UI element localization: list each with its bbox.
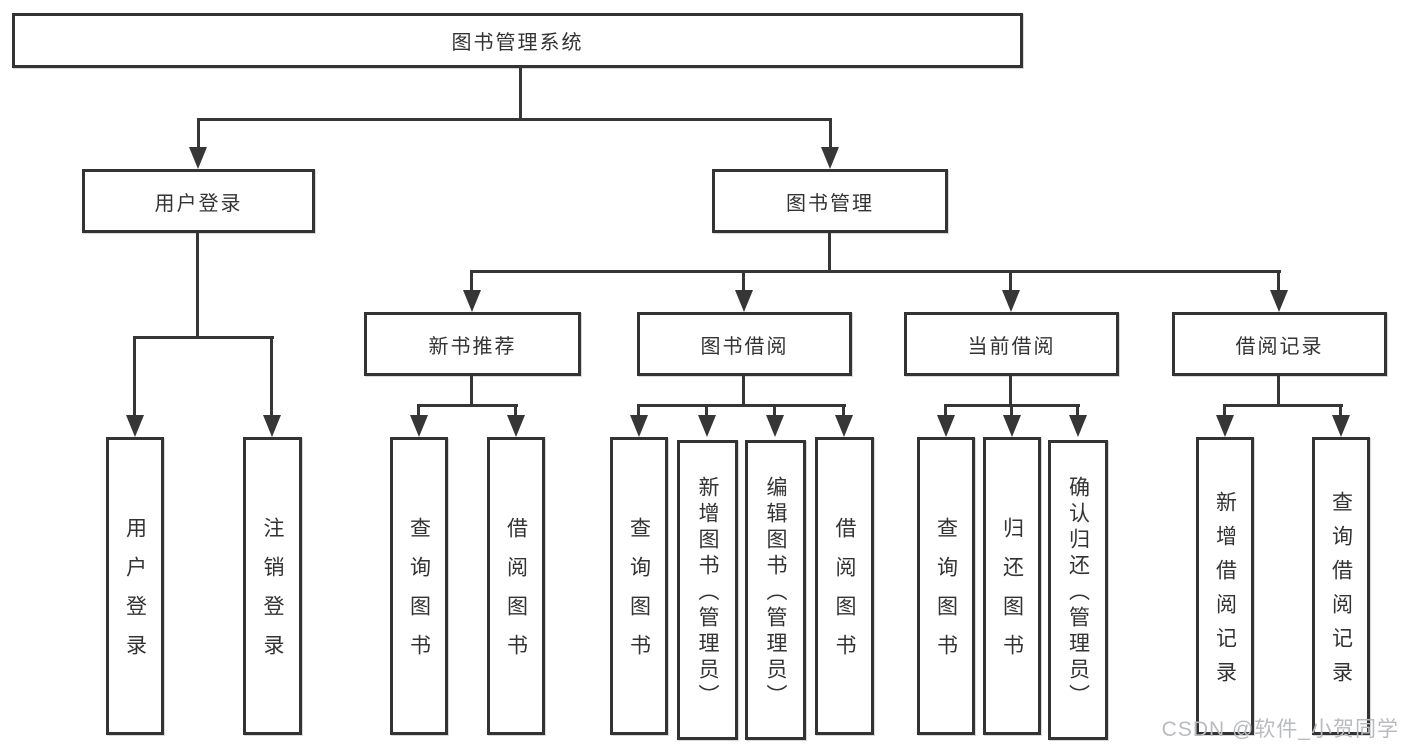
connector-borrow-records-distributor — [1223, 404, 1343, 407]
arrowhead-icon — [937, 415, 955, 437]
node-current-borrow-label: 当前借阅 — [967, 335, 1056, 358]
leaf-rec-query-book-label: 查询图书 — [407, 517, 431, 673]
leaf-rec-borrow-book: 借阅图书 — [487, 437, 545, 735]
leaf-rec-query-book: 查询图书 — [390, 437, 448, 735]
connector-l1-distributor — [197, 118, 832, 121]
connector-stem-leaf — [637, 404, 640, 417]
connector-book-borrow-distributor — [637, 404, 846, 407]
arrowhead-icon — [1003, 415, 1021, 437]
node-user-login: 用户登录 — [82, 169, 315, 233]
connector-user-login-distributor — [133, 336, 274, 339]
leaf-recd-add-record-label: 新增借阅记录 — [1213, 490, 1237, 695]
leaf-cur-confirm-return-label: 确认归还（管理员） — [1066, 475, 1090, 710]
leaf-logout: 注销登录 — [243, 437, 302, 735]
arrowhead-icon — [189, 147, 207, 169]
node-book-mgmt-label: 图书管理 — [786, 192, 874, 215]
arrowhead-icon — [507, 415, 525, 437]
arrowhead-icon — [1069, 415, 1087, 437]
leaf-bor-add-book: 新增图书（管理员） — [677, 440, 738, 740]
connector-stem-leaf — [944, 404, 947, 417]
leaf-user-login-label: 用户登录 — [123, 517, 147, 673]
arrowhead-icon — [835, 415, 853, 437]
arrowhead-icon — [698, 415, 716, 437]
connector-stem-leaf — [842, 404, 845, 417]
node-current-borrow: 当前借阅 — [904, 312, 1119, 376]
connector-stem-leaf — [417, 404, 420, 417]
arrowhead-icon — [821, 147, 839, 169]
connector-book-borrow-stem — [742, 376, 745, 407]
arrowhead-icon — [463, 290, 481, 312]
node-book-borrow-label: 图书借阅 — [700, 335, 789, 358]
connector-stem-leaf — [1223, 404, 1226, 417]
leaf-recd-query-record: 查询借阅记录 — [1312, 437, 1370, 735]
node-root: 图书管理系统 — [12, 13, 1023, 68]
connector-book-mgmt-stem — [828, 233, 831, 273]
connector-stem-leaf — [773, 404, 776, 417]
connector-stem-user-login — [197, 118, 200, 150]
leaf-bor-borrow-book-label: 借阅图书 — [833, 517, 856, 673]
leaf-cur-query-book: 查询图书 — [917, 437, 975, 735]
connector-stem-book-mgmt — [829, 118, 832, 150]
leaf-recd-add-record: 新增借阅记录 — [1196, 437, 1254, 735]
arrowhead-icon — [126, 415, 144, 437]
leaf-bor-query-book-label: 查询图书 — [627, 517, 651, 673]
arrowhead-icon — [410, 415, 428, 437]
connector-l2-distributor — [470, 270, 1281, 273]
leaf-bor-edit-book: 编辑图书（管理员） — [745, 440, 806, 740]
node-root-label: 图书管理系统 — [451, 32, 584, 54]
node-borrow-records: 借阅记录 — [1172, 312, 1387, 376]
connector-stem-leaf — [1010, 404, 1013, 417]
leaf-recd-query-record-label: 查询借阅记录 — [1329, 490, 1353, 695]
connector-stem-leaf — [1339, 404, 1342, 417]
leaf-cur-query-book-label: 查询图书 — [934, 517, 958, 673]
leaf-cur-return-book: 归还图书 — [983, 437, 1041, 735]
connector-new-book-rec-stem — [470, 376, 473, 407]
connector-root-stem — [519, 66, 522, 121]
node-new-book-rec: 新书推荐 — [364, 312, 581, 376]
node-user-login-label: 用户登录 — [154, 192, 243, 215]
arrowhead-icon — [1270, 290, 1288, 312]
connector-current-borrow-stem — [1009, 376, 1012, 407]
leaf-logout-label: 注销登录 — [261, 517, 284, 673]
arrowhead-icon — [1216, 415, 1234, 437]
leaf-bor-borrow-book: 借阅图书 — [815, 437, 874, 735]
connector-stem-borrow-records — [1277, 270, 1280, 292]
leaf-cur-confirm-return: 确认归还（管理员） — [1048, 440, 1108, 740]
csdn-watermark: CSDN @软件_小贺同学 — [1161, 718, 1399, 741]
node-new-book-rec-label: 新书推荐 — [428, 335, 517, 358]
connector-stem-new-book-rec — [470, 270, 473, 292]
connector-stem-leaf — [705, 404, 708, 417]
node-borrow-records-label: 借阅记录 — [1235, 335, 1324, 358]
arrowhead-icon — [263, 415, 281, 437]
connector-stem-leaf-logout — [270, 336, 273, 417]
connector-stem-current-borrow — [1009, 270, 1012, 292]
connector-stem-leaf-user-login — [133, 336, 136, 417]
leaf-user-login: 用户登录 — [106, 437, 164, 735]
leaf-rec-borrow-book-label: 借阅图书 — [504, 517, 528, 673]
connector-new-book-rec-distributor — [417, 404, 518, 407]
leaf-bor-edit-book-label: 编辑图书（管理员） — [764, 475, 787, 710]
arrowhead-icon — [1332, 415, 1350, 437]
arrowhead-icon — [735, 290, 753, 312]
connector-stem-leaf — [514, 404, 517, 417]
arrowhead-icon — [766, 415, 784, 437]
connector-stem-book-borrow — [742, 270, 745, 292]
node-book-borrow: 图书借阅 — [637, 312, 852, 376]
connector-borrow-records-stem — [1277, 376, 1280, 407]
arrowhead-icon — [630, 415, 648, 437]
node-book-mgmt: 图书管理 — [712, 169, 948, 233]
connector-stem-leaf — [1076, 404, 1079, 417]
connector-user-login-stem — [196, 233, 199, 339]
leaf-bor-query-book: 查询图书 — [610, 437, 668, 735]
leaf-bor-add-book-label: 新增图书（管理员） — [696, 475, 719, 710]
arrowhead-icon — [1002, 290, 1020, 312]
leaf-cur-return-book-label: 归还图书 — [1000, 517, 1024, 673]
